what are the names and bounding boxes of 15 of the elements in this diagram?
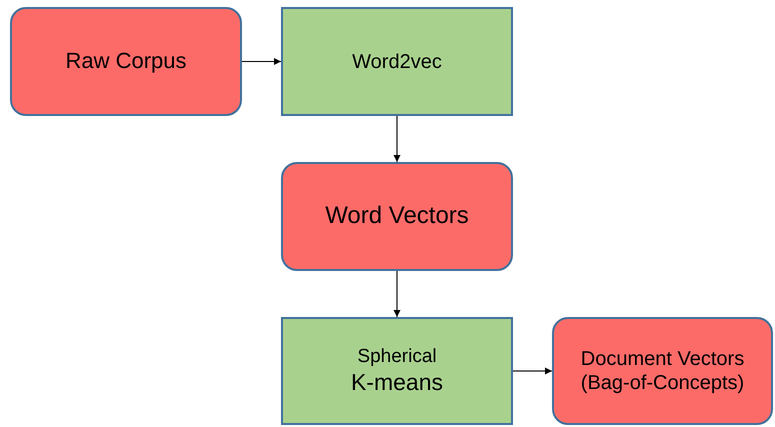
- arrow: [394, 270, 400, 318]
- arrow: [512, 368, 552, 374]
- box-label: Word2vec: [352, 50, 442, 74]
- arrow: [394, 116, 400, 162]
- process-box: [10, 7, 242, 116]
- arrow: [242, 58, 282, 65]
- box-label: Word Vectors: [325, 202, 469, 231]
- process-box: [281, 162, 513, 271]
- box-label: Raw Corpus: [65, 48, 187, 75]
- process-box: [281, 317, 513, 425]
- process-box: [552, 317, 773, 425]
- box-label: Spherical: [357, 346, 437, 369]
- process-box: [281, 7, 513, 116]
- box-label: Document Vectors (Bag-of-Concepts): [580, 347, 746, 395]
- box-label: K-means: [350, 368, 444, 396]
